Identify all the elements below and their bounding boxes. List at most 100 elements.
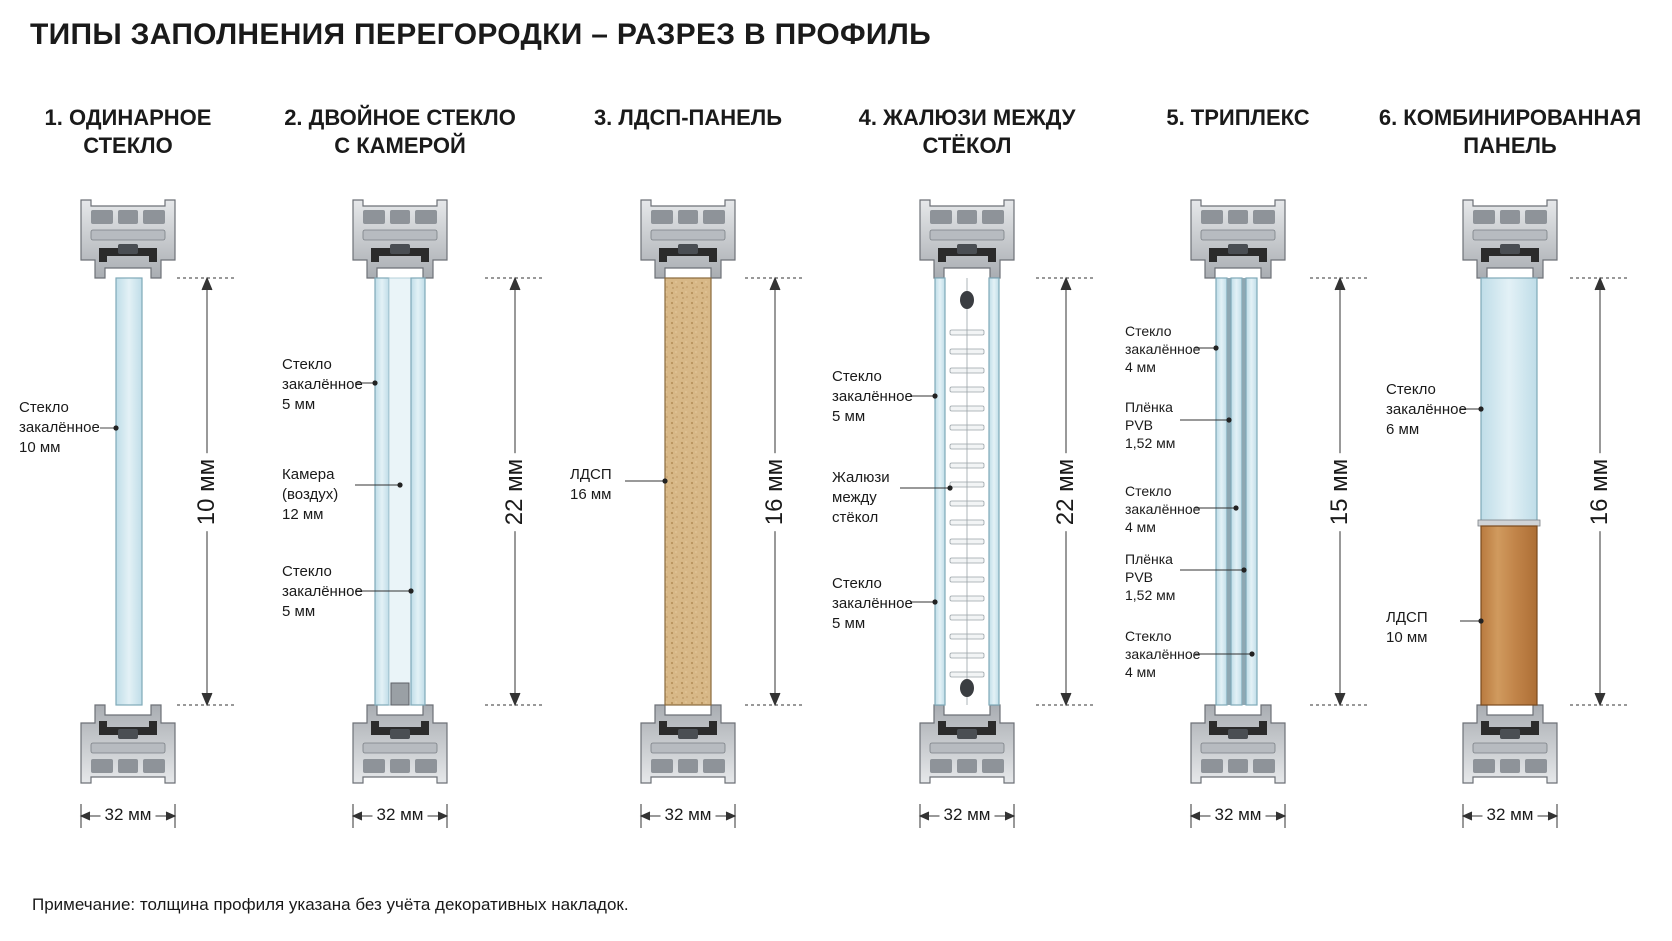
height-dimension-5: 15 мм	[1326, 452, 1354, 532]
height-dim-6-arrow-bottom	[1594, 692, 1606, 707]
width-dim-6-arrow-right	[1547, 811, 1559, 821]
width-dim-4-arrow-left	[918, 811, 930, 821]
footnote: Примечание: толщина профиля указана без …	[32, 895, 629, 914]
leader-5b-dot	[1226, 417, 1232, 423]
height-dim-2-arrow-top	[509, 276, 521, 291]
triplex-glass-2	[1230, 277, 1243, 706]
height-dim-4-arrow-bottom	[1060, 692, 1072, 707]
leader-2c-dot	[408, 588, 414, 594]
width-dim-3-arrow-right	[725, 811, 737, 821]
height-dimension-3: 16 мм	[761, 452, 789, 532]
width-dimension-5: 32 мм	[1210, 805, 1266, 825]
label-leaders	[100, 345, 1484, 657]
triplex-glass-3	[1245, 277, 1258, 706]
blinds-glass-left	[934, 277, 946, 706]
bottom-profile-1	[80, 704, 176, 784]
aluminium-profiles	[80, 199, 1558, 784]
triplex-glass-1	[1215, 277, 1228, 706]
column-title-5: 5. ТРИПЛЕКС	[1166, 105, 1310, 130]
leader-6b-dot	[1478, 618, 1484, 624]
width-dim-2-arrow-right	[437, 811, 449, 821]
leader-4b-dot	[947, 485, 953, 491]
glass-pane-right	[410, 277, 426, 706]
leader-5c-dot	[1233, 505, 1239, 511]
height-dim-3-arrow-top	[769, 276, 781, 291]
top-profile-1	[80, 199, 176, 279]
height-dimension-2: 22 мм	[501, 452, 529, 532]
bottom-profile-2	[352, 704, 448, 784]
blind-mechanism-top	[960, 291, 974, 309]
height-dim-5-arrow-top	[1334, 276, 1346, 291]
height-dim-1-arrow-top	[201, 276, 213, 291]
leader-3-dot	[662, 478, 668, 484]
width-dimension-3: 32 мм	[660, 805, 716, 825]
width-dim-5-arrow-left	[1189, 811, 1201, 821]
leader-1-dot	[113, 425, 119, 431]
pvb-film-2	[1242, 278, 1246, 705]
leader-2b-dot	[397, 482, 403, 488]
height-dim-2-arrow-bottom	[509, 692, 521, 707]
column-title-3: 3. ЛДСП-ПАНЕЛЬ	[593, 105, 783, 130]
height-dim-4-arrow-top	[1060, 276, 1072, 291]
leader-2a-dot	[372, 380, 378, 386]
top-profile-6	[1462, 199, 1558, 279]
width-dimension-6: 32 мм	[1482, 805, 1538, 825]
combined-glass	[1480, 277, 1538, 523]
top-profile-5	[1190, 199, 1286, 279]
infill-sections	[115, 277, 1541, 706]
width-dimension-2: 32 мм	[372, 805, 428, 825]
width-dim-4-arrow-right	[1004, 811, 1016, 821]
bottom-profile-5	[1190, 704, 1286, 784]
leader-4c-dot	[932, 599, 938, 605]
leader-6a-dot	[1478, 406, 1484, 412]
height-dim-6-arrow-top	[1594, 276, 1606, 291]
leader-5e-dot	[1249, 651, 1255, 657]
top-profile-2	[352, 199, 448, 279]
combined-chipboard	[1480, 525, 1538, 706]
blind-mechanism-bottom	[960, 679, 974, 697]
height-dimension-6: 16 мм	[1586, 452, 1614, 532]
pvb-film-1	[1227, 278, 1231, 705]
top-profile-3	[640, 199, 736, 279]
single-glass	[115, 277, 143, 706]
label-air-chamber: Камера(воздух)12 мм	[282, 466, 339, 523]
air-chamber	[388, 277, 412, 706]
chipboard-panel	[664, 277, 712, 706]
height-dimension-1: 10 мм	[193, 452, 221, 532]
leader-5d-dot	[1241, 567, 1247, 573]
width-dim-5-arrow-right	[1275, 811, 1287, 821]
width-dim-1-arrow-left	[79, 811, 91, 821]
bottom-profile-6	[1462, 704, 1558, 784]
blinds-glass-right	[988, 277, 1000, 706]
combined-joint	[1477, 519, 1541, 527]
height-dimension-4: 22 мм	[1052, 452, 1080, 532]
page-title: ТИПЫ ЗАПОЛНЕНИЯ ПЕРЕГОРОДКИ – РАЗРЕЗ В П…	[30, 18, 931, 51]
leader-5a-dot	[1213, 345, 1219, 351]
height-dim-5-arrow-bottom	[1334, 692, 1346, 707]
width-dimension-4: 32 мм	[939, 805, 995, 825]
height-dim-1-arrow-bottom	[201, 692, 213, 707]
width-dim-2-arrow-left	[351, 811, 363, 821]
top-profile-4	[919, 199, 1015, 279]
leader-4a-dot	[932, 393, 938, 399]
width-dimension-1: 32 мм	[100, 805, 156, 825]
width-dim-1-arrow-right	[165, 811, 177, 821]
width-dim-6-arrow-left	[1461, 811, 1473, 821]
